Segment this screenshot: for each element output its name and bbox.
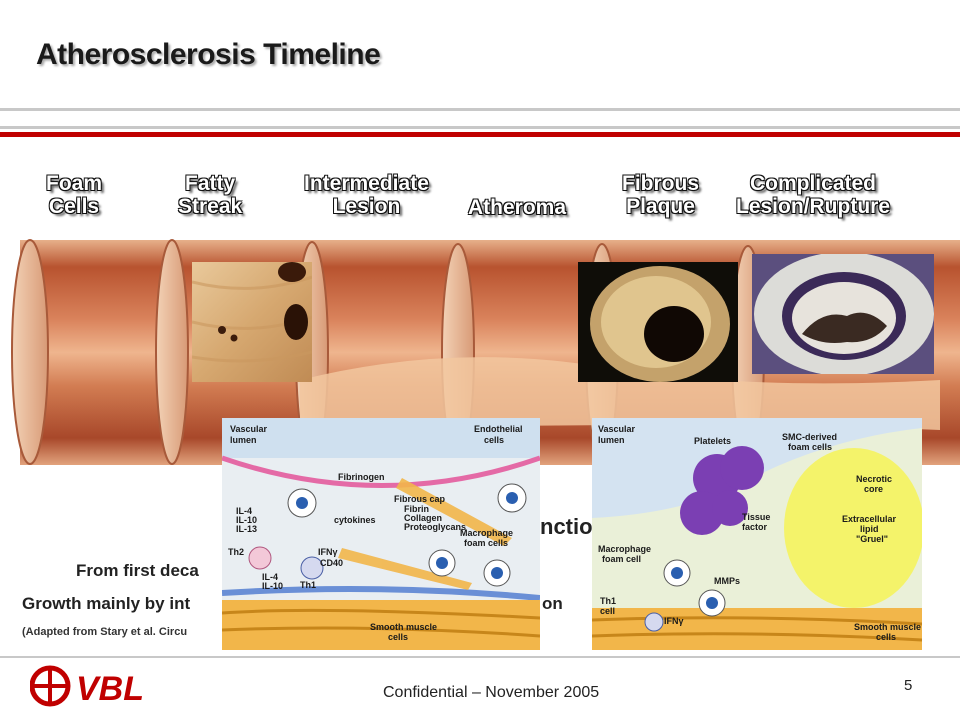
svg-text:Vascular: Vascular — [230, 424, 268, 434]
plaque-buildup — [300, 357, 940, 430]
svg-text:Smooth muscle: Smooth muscle — [370, 622, 437, 632]
svg-text:IL-4: IL-4 — [262, 572, 278, 582]
header-divider-gray — [0, 126, 960, 129]
svg-text:Vascular: Vascular — [598, 424, 636, 434]
header-divider-red — [0, 132, 960, 137]
svg-text:lumen: lumen — [598, 435, 625, 445]
footer-confidential: Confidential – November 2005 — [383, 684, 600, 701]
svg-text:Extracellular: Extracellular — [842, 514, 897, 524]
body-text-line-2-tail: on — [542, 594, 563, 613]
page-number: 5 — [904, 677, 913, 694]
svg-text:CD40: CD40 — [320, 558, 343, 568]
partial-text-function: nctio — [540, 514, 593, 539]
svg-text:MMPs: MMPs — [714, 576, 740, 586]
svg-text:foam cell: foam cell — [602, 554, 641, 564]
svg-text:lumen: lumen — [230, 435, 257, 445]
fibrous-plaque-photo — [578, 262, 738, 382]
svg-text:IL-13: IL-13 — [236, 524, 257, 534]
svg-text:lipid: lipid — [860, 524, 879, 534]
fatty-streak-photo — [192, 262, 312, 382]
svg-text:foam cells: foam cells — [464, 538, 508, 548]
svg-text:cells: cells — [876, 632, 896, 642]
svg-text:cells: cells — [388, 632, 408, 642]
svg-text:Platelets: Platelets — [694, 436, 731, 446]
lesion-formation-diagram: Vascular lumen Endothelial cells Fibrino… — [222, 418, 540, 650]
svg-text:cell: cell — [600, 606, 615, 616]
svg-text:core: core — [864, 484, 883, 494]
vbl-logo-icon: VBL — [29, 665, 144, 708]
svg-text:cells: cells — [484, 435, 504, 445]
slide-title: Atherosclerosis Timeline — [36, 38, 381, 71]
svg-text:Fibrous cap: Fibrous cap — [394, 494, 446, 504]
body-text-line-2: Growth mainly by int — [22, 594, 191, 613]
plaque-rupture-diagram: Vascular lumen Platelets SMC-derived foa… — [592, 418, 922, 650]
svg-text:VBL: VBL — [76, 670, 144, 708]
svg-text:"Gruel": "Gruel" — [856, 534, 888, 544]
svg-text:factor: factor — [742, 522, 768, 532]
svg-text:Tissue: Tissue — [742, 512, 770, 522]
svg-text:Smooth muscle: Smooth muscle — [854, 622, 921, 632]
svg-text:Necrotic: Necrotic — [856, 474, 892, 484]
svg-text:Proteoglycans: Proteoglycans — [404, 522, 466, 532]
svg-text:Fibrin: Fibrin — [404, 504, 429, 514]
stage-label-atheroma: Atheroma — [468, 196, 567, 219]
svg-text:IL-10: IL-10 — [236, 515, 257, 525]
complicated-lesion-photo — [752, 254, 934, 374]
svg-text:Macrophage: Macrophage — [460, 528, 513, 538]
svg-text:Th1: Th1 — [300, 580, 316, 590]
svg-text:IFNγ: IFNγ — [318, 547, 338, 557]
svg-text:Macrophage: Macrophage — [598, 544, 651, 554]
svg-text:SMC-derived: SMC-derived — [782, 432, 837, 442]
footer-divider — [0, 656, 960, 658]
svg-text:Th1: Th1 — [600, 596, 616, 606]
svg-text:IL-10: IL-10 — [262, 581, 283, 591]
svg-text:cytokines: cytokines — [334, 515, 376, 525]
svg-text:IFNγ: IFNγ — [664, 616, 684, 626]
svg-text:Collagen: Collagen — [404, 513, 442, 523]
svg-text:Endothelial: Endothelial — [474, 424, 523, 434]
svg-text:Th2: Th2 — [228, 547, 244, 557]
citation-text: (Adapted from Stary et al. Circu — [22, 626, 188, 638]
svg-text:IL-4: IL-4 — [236, 506, 252, 516]
vbl-logo: VBL — [29, 664, 180, 710]
body-text-line-1: From first deca — [76, 561, 199, 580]
title-divider — [0, 108, 960, 111]
svg-text:foam cells: foam cells — [788, 442, 832, 452]
svg-text:Fibrinogen: Fibrinogen — [338, 472, 385, 482]
